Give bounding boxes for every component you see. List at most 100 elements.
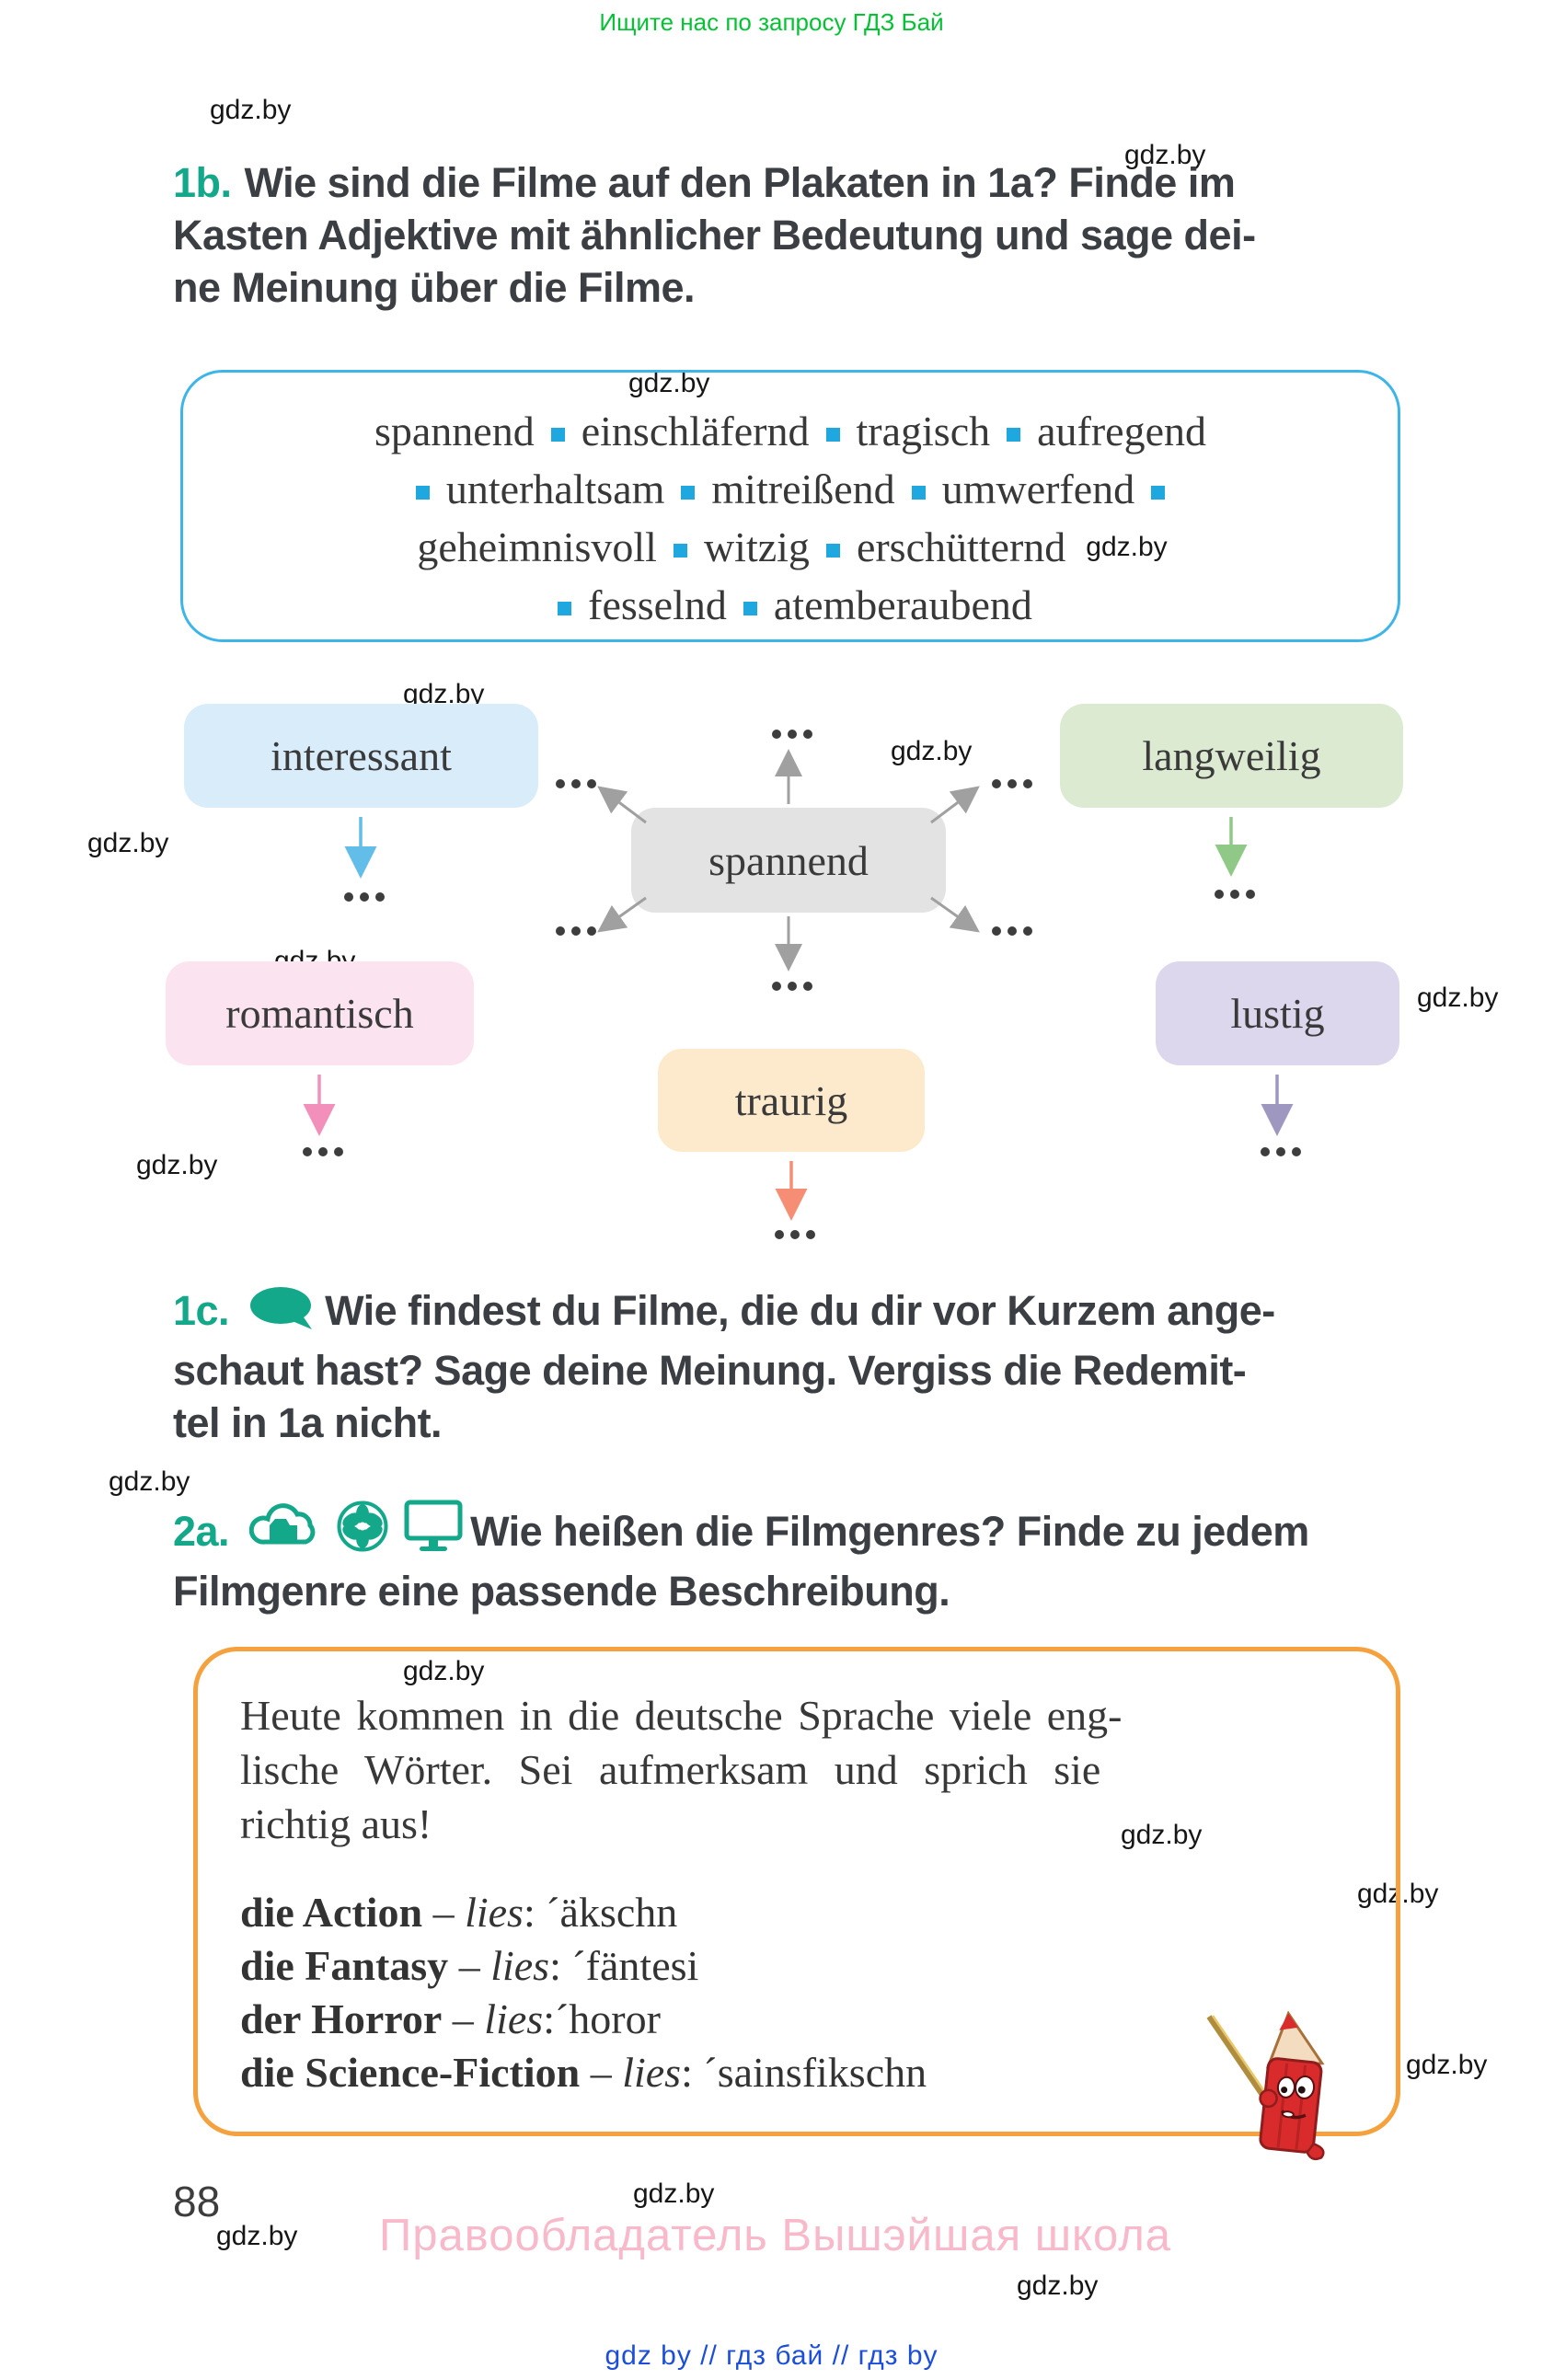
exercise-number: 1c. — [173, 1287, 230, 1334]
pronunciation-paragraph-line: richtig aus! — [240, 1800, 432, 1847]
genre-entry: die Fantasy – lies: ´fäntesi — [240, 1939, 1353, 1993]
exercise-1c-heading: 1c. Wie findest du Filme, die du dir vor … — [173, 1284, 1275, 1449]
top-banner: Ищите нас по запросу ГДЗ Бай — [599, 8, 944, 36]
heading-line: ne Meinung über die Filme. — [173, 264, 696, 311]
adjective-word: spannend — [374, 408, 535, 454]
adjective-word: erschütternd — [856, 523, 1066, 570]
adjective-word: geheimnisvoll — [417, 523, 657, 570]
separator-square-icon — [673, 544, 687, 558]
pronunciation-paragraph-line: lische Wörter. Sei aufmerksam und sprich… — [240, 1746, 1101, 1793]
dash: – — [452, 1995, 474, 2042]
diagram-arrows — [303, 749, 1294, 1221]
watermark: gdz.by — [210, 95, 292, 125]
node-traurig: traurig — [658, 1049, 925, 1152]
separator-square-icon — [825, 544, 840, 558]
heading-text: Wie heißen die Filmgenres? Finde zu jede… — [470, 1508, 1309, 1555]
lies-label: lies — [484, 1995, 544, 2042]
exercise-1b-heading: 1b.Wie sind die Filme auf den Plakaten i… — [173, 156, 1256, 314]
watermark: gdz.by — [1417, 983, 1499, 1013]
genre-pron: : ´fäntesi — [549, 1942, 699, 1989]
arrow-spannend-upright — [930, 786, 980, 824]
copyright-footer: Правообладатель Вышэйшая школа — [379, 2211, 1172, 2260]
genre-term: die Science-Fiction — [240, 2049, 581, 2096]
watermark: gdz.by — [403, 1656, 485, 1686]
exercise-2a-heading: 2a. Wie heißen die Filmgenres? Finde zu j… — [173, 1500, 1309, 1617]
adjective-word: umwerfend — [941, 466, 1135, 512]
dash: – — [458, 1942, 480, 1989]
lies-label: lies — [465, 1889, 524, 1936]
watermark: gdz.by — [1017, 2271, 1099, 2301]
ellipsis-dots — [768, 730, 815, 739]
genre-entry: die Science-Fiction – lies: ´sainsfiksch… — [240, 2046, 1353, 2099]
lies-label: lies — [490, 1942, 550, 1989]
separator-square-icon — [415, 486, 430, 500]
watermark: gdz.by — [1406, 2050, 1488, 2080]
watermark: gdz.by — [1121, 1820, 1203, 1850]
separator-square-icon — [558, 602, 572, 615]
node-spannend: spannend — [631, 808, 946, 913]
separator-square-icon — [743, 602, 757, 615]
node-romantisch: romantisch — [166, 961, 474, 1065]
cloud-folder-icon — [248, 1500, 321, 1565]
adjective-word: einschläfernd — [581, 408, 810, 454]
dash: – — [432, 1889, 455, 1936]
genre-pron: : ´äkschn — [523, 1889, 678, 1936]
watermark: gdz.by — [633, 2179, 715, 2209]
genre-term: die Action — [240, 1889, 423, 1936]
watermark: gdz.by — [136, 1150, 218, 1180]
heading-text: Wie findest du Filme, die du dir vor Kur… — [325, 1287, 1275, 1334]
arrow-spannend-upleft — [597, 786, 647, 824]
pronunciation-paragraph-line: Heute kommen in die deutsche Sprache vie… — [240, 1692, 1123, 1739]
ellipsis-dots — [552, 926, 599, 936]
ellipsis-dots — [988, 779, 1035, 788]
arrow-spannend-downleft — [597, 896, 647, 933]
pronunciation-box: Heute kommen in die deutsche Sprache vie… — [193, 1647, 1400, 2136]
genre-entry: die Action – lies: ´äkschn — [240, 1886, 1353, 1939]
separator-square-icon — [1151, 486, 1166, 500]
separator-square-icon — [911, 486, 926, 500]
node-langweilig: langweilig — [1060, 704, 1403, 808]
ellipsis-dots — [988, 926, 1035, 936]
pencil-mascot — [1194, 2004, 1355, 2169]
watermark: gdz.by — [1086, 532, 1168, 562]
node-lustig: lustig — [1156, 961, 1399, 1065]
genre-term: die Fantasy — [240, 1942, 449, 1989]
genre-pron: : ´sainsfikschn — [681, 2049, 927, 2096]
heading-line: Filmgenre eine passende Beschreibung. — [173, 1568, 950, 1615]
genre-term: der Horror — [240, 1995, 443, 2042]
heading-line: 1c. Wie findest du Filme, die du dir vor … — [173, 1284, 1275, 1344]
heading-line: 2a. Wie heißen die Filmgenres? Finde zu j… — [173, 1500, 1309, 1565]
ellipsis-dots — [771, 1230, 818, 1239]
separator-square-icon — [1007, 428, 1021, 442]
watermark: gdz.by — [1124, 140, 1206, 170]
monitor-icon — [404, 1500, 463, 1565]
speech-bubble-icon — [249, 1286, 317, 1344]
watermark: gdz.by — [628, 368, 710, 398]
page-number: 88 — [173, 2178, 221, 2225]
ellipsis-dots — [299, 1147, 346, 1156]
genre-list: die Action – lies: ´äkschn die Fantasy –… — [240, 1886, 1353, 2099]
separator-square-icon — [681, 486, 696, 500]
adjective-word: tragisch — [856, 408, 991, 454]
ellipsis-dots — [552, 779, 599, 788]
adjective-word: mitreißend — [711, 466, 895, 512]
exercise-number: 1b. — [173, 159, 232, 206]
heading-line: tel in 1a nicht. — [173, 1399, 443, 1446]
lies-label: lies — [622, 2049, 682, 2096]
dash: – — [590, 2049, 612, 2096]
heading-line: schaut hast? Sage deine Meinung. Vergiss… — [173, 1347, 1247, 1394]
ellipsis-dots — [1211, 890, 1258, 899]
footer-links[interactable]: gdz by // гдз бай // гдз by — [605, 2340, 938, 2371]
exercise-number: 2a. — [173, 1508, 230, 1555]
flower-icon — [336, 1500, 389, 1565]
genre-entry: der Horror – lies:´horor — [240, 1993, 1353, 2046]
adjective-word: atemberaubend — [773, 581, 1032, 628]
ellipsis-dots — [340, 892, 387, 902]
arrow-spannend-downright — [930, 896, 980, 933]
watermark: gdz.by — [87, 828, 169, 858]
